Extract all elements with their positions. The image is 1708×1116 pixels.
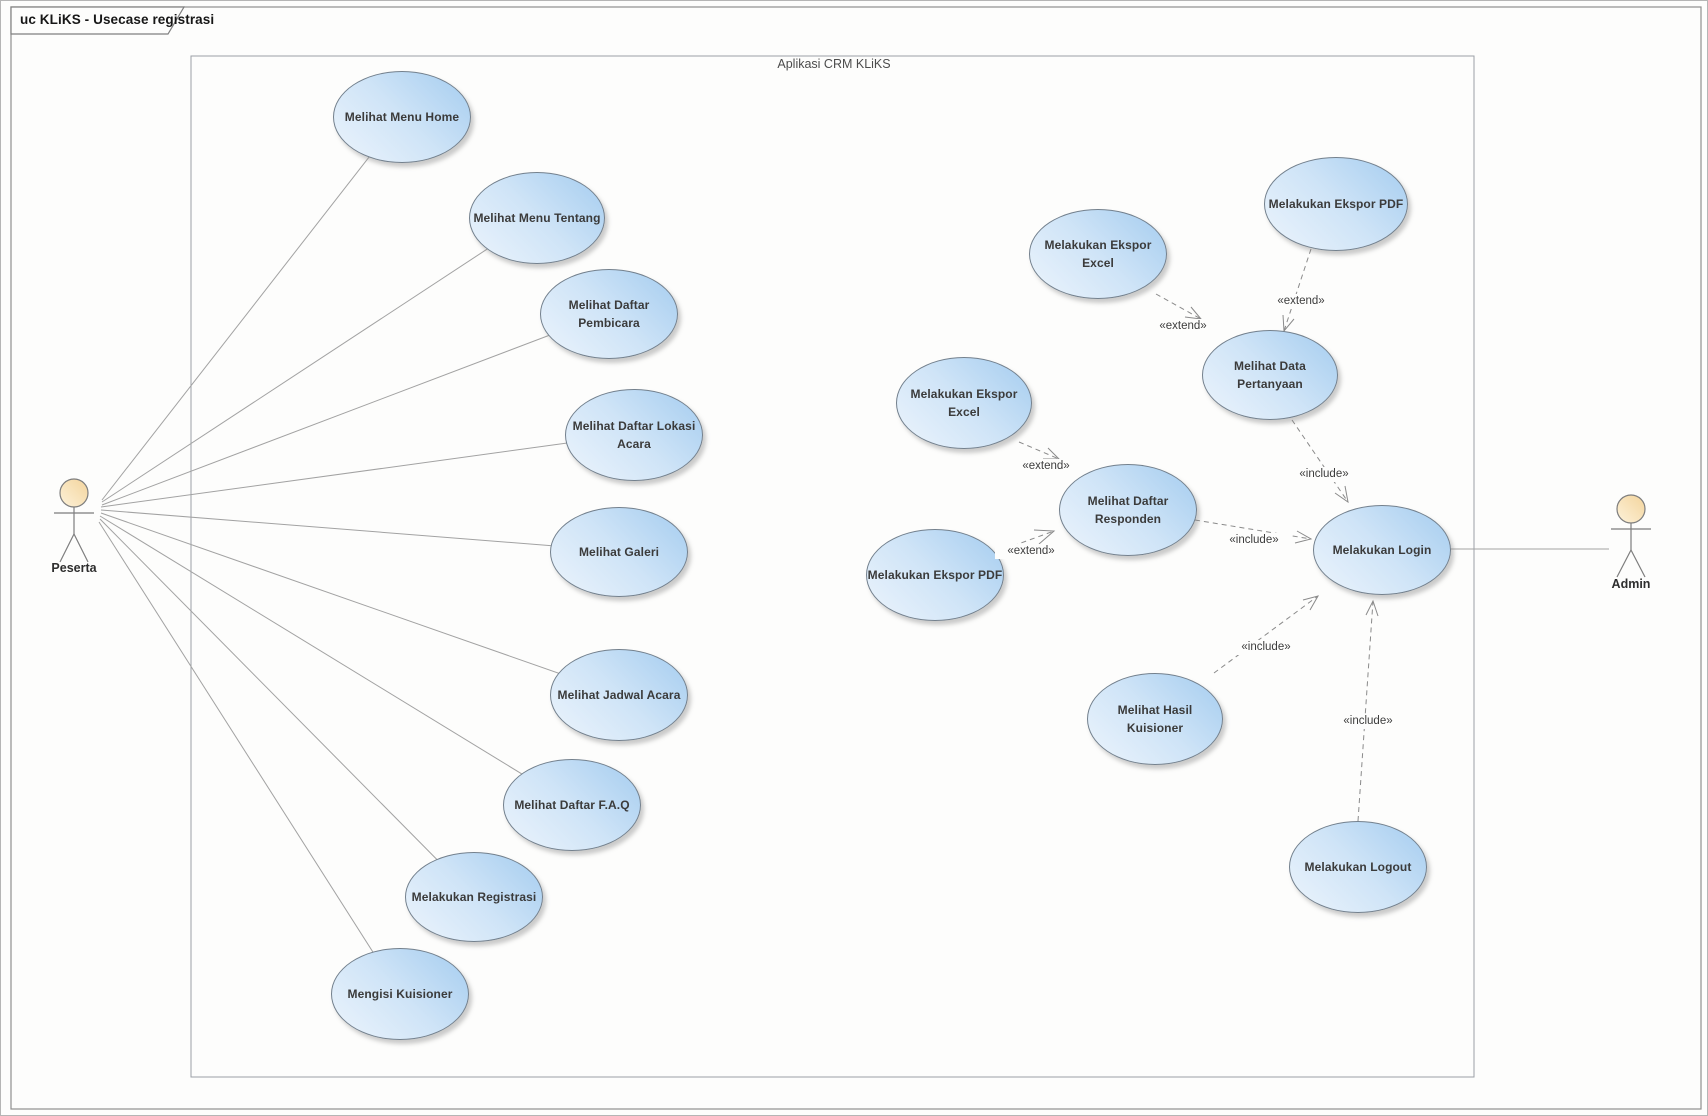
usecase-label: Melakukan Ekspor Excel [1044, 238, 1152, 270]
actor-head [1616, 494, 1646, 524]
include-stereotype-label: «include» [1288, 467, 1360, 482]
actor-leg [1630, 549, 1646, 578]
usecase-melakukan-registrasi: Melakukan Registrasi [405, 852, 543, 942]
usecase-melihat-daftar-faq: Melihat Daftar F.A.Q [503, 759, 641, 851]
usecase-melihat-daftar-pembicara: Melihat Daftar Pembicara [540, 269, 678, 359]
include-stereotype-label: «include» [1332, 714, 1404, 729]
usecase-melakukan-ekspor-excel-pertanyaan: Melakukan Ekspor Excel [1029, 209, 1167, 299]
include-daftar-responden-to-login [1194, 519, 1312, 540]
actor-head [59, 478, 89, 508]
extend-ekspor-excel-to-data-pertanyaan [1155, 293, 1202, 320]
peserta-associations [98, 115, 634, 994]
usecase-label: Melakukan Ekspor Excel [910, 387, 1018, 419]
include-data-pertanyaan-to-login [1291, 419, 1349, 503]
usecase-label: Melakukan Registrasi [411, 890, 537, 904]
association-peserta-daftar-faq [99, 515, 572, 805]
actor-peserta-label: Peserta [51, 561, 97, 575]
arrowhead [1033, 529, 1056, 545]
usecase-mengisi-kuisioner: Mengisi Kuisioner [331, 948, 469, 1040]
outer-frame [10, 6, 1702, 1110]
usecase-melihat-menu-home: Melihat Menu Home [333, 71, 471, 163]
arrowhead [1365, 599, 1379, 617]
arrowhead [1302, 595, 1320, 611]
usecase-melihat-jadwal-acara: Melihat Jadwal Acara [550, 649, 688, 741]
usecase-melihat-daftar-lokasi-acara: Melihat Daftar Lokasi Acara [565, 389, 703, 481]
actor-leg [59, 533, 75, 563]
usecase-label: Melihat Hasil Kuisioner [1117, 703, 1193, 735]
usecase-melihat-daftar-responden: Melihat Daftar Responden [1059, 464, 1197, 556]
usecase-label: Mengisi Kuisioner [347, 987, 453, 1001]
usecase-label: Melakukan Logout [1304, 860, 1412, 874]
association-peserta-jadwal-acara [100, 512, 619, 695]
extend-ekspor-pdf-to-data-pertanyaan [1283, 248, 1312, 332]
include-logout-to-login [1357, 600, 1374, 822]
include-hasil-kuisioner-to-login [1213, 595, 1319, 674]
usecase-label: Melihat Daftar Responden [1087, 494, 1169, 526]
actor-peserta-figure [54, 478, 94, 563]
extend-stereotype-label: «extend» [1147, 319, 1219, 334]
include-stereotype-label: «include» [1218, 533, 1290, 548]
usecase-melakukan-login: Melakukan Login [1313, 505, 1451, 595]
usecase-label: Melihat Galeri [578, 545, 660, 559]
arrowhead [1294, 530, 1313, 544]
frame-title-tab [10, 6, 186, 35]
extend-stereotype-label: «extend» [995, 544, 1067, 559]
include-stereotype-label: «include» [1230, 640, 1302, 655]
usecase-melakukan-ekspor-pdf-pertanyaan: Melakukan Ekspor PDF [1264, 157, 1408, 251]
usecase-label: Melihat Jadwal Acara [557, 688, 681, 702]
usecase-melihat-menu-tentang: Melihat Menu Tentang [469, 172, 605, 264]
system-boundary [190, 55, 1475, 1078]
extend-stereotype-label: «extend» [1010, 459, 1082, 474]
usecase-label: Melihat Daftar Lokasi Acara [572, 419, 696, 451]
usecase-label: Melakukan Ekspor PDF [867, 568, 1003, 582]
usecase-melihat-galeri: Melihat Galeri [550, 507, 688, 597]
association-peserta-mengisi-kuisioner [98, 521, 400, 994]
usecase-melakukan-ekspor-excel-responden: Melakukan Ekspor Excel [896, 357, 1032, 449]
usecase-melihat-hasil-kuisioner: Melihat Hasil Kuisioner [1087, 673, 1223, 765]
system-boundary-label: Aplikasi CRM KLiKS [777, 57, 891, 71]
extend-stereotype-label: «extend» [1265, 294, 1337, 309]
frame-title: uc KLiKS - Usecase registrasi [20, 12, 215, 27]
actor-admin-label: Admin [1611, 577, 1651, 591]
usecase-label: Melihat Data Pertanyaan [1234, 359, 1306, 391]
association-peserta-galeri [100, 509, 619, 552]
association-peserta-menu-home [101, 115, 402, 501]
usecase-label: Melihat Daftar F.A.Q [514, 798, 630, 812]
usecase-label: Melakukan Ekspor PDF [1268, 197, 1404, 211]
actor-leg [73, 533, 89, 563]
usecase-melihat-data-pertanyaan: Melihat Data Pertanyaan [1202, 330, 1338, 420]
actor-leg [1616, 549, 1632, 578]
association-peserta-registrasi [99, 518, 474, 897]
usecase-melakukan-ekspor-pdf-responden: Melakukan Ekspor PDF [866, 529, 1004, 621]
association-peserta-daftar-pembicara [101, 312, 609, 506]
association-peserta-daftar-lokasi-acara [100, 433, 634, 508]
arrowhead [1334, 485, 1349, 504]
usecase-label: Melakukan Login [1332, 543, 1432, 557]
usecase-label: Melihat Menu Tentang [473, 211, 601, 225]
association-peserta-menu-tentang [101, 216, 537, 503]
extend-ekspor-excel-to-daftar-responden [1018, 441, 1060, 460]
usecase-label: Melihat Menu Home [344, 110, 460, 124]
actor-admin-figure [1611, 494, 1651, 578]
usecase-label: Melihat Daftar Pembicara [568, 298, 650, 330]
usecase-melakukan-logout: Melakukan Logout [1289, 821, 1427, 913]
